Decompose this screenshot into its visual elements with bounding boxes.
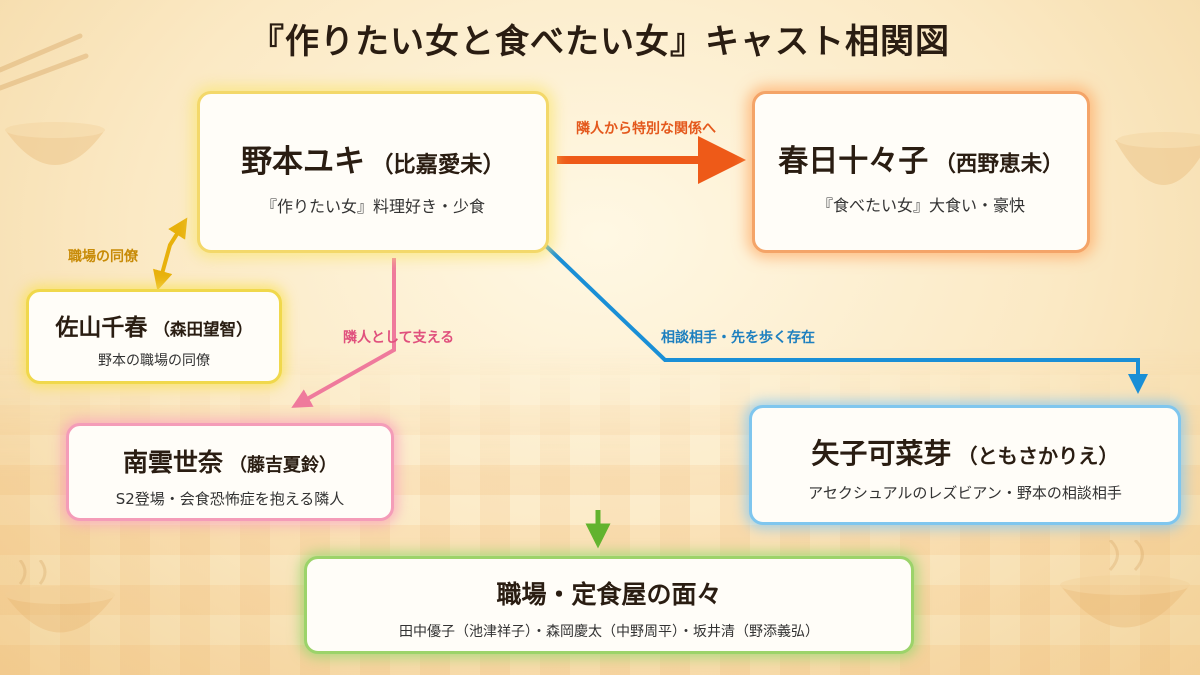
page-title: 『作りたい女と食べたい女』キャスト相関図 xyxy=(250,22,950,62)
node-shokuba-teishokuya: 職場・定食屋の面々 田中優子（池津祥子）・森岡慶太（中野周平）・坂井清（野添義弘… xyxy=(304,556,914,654)
node-shokuba-desc: 田中優子（池津祥子）・森岡慶太（中野周平）・坂井清（野添義弘） xyxy=(399,624,819,640)
node-sayama-actor: （森田望智） xyxy=(153,320,253,339)
node-nomoto-desc: 『作りたい女』料理好き・少食 xyxy=(260,197,485,216)
node-sayama-chiharu: 佐山千春 （森田望智） 野本の職場の同僚 xyxy=(26,289,282,384)
node-minami-name: 南雲世奈 xyxy=(122,448,223,477)
edge-dou-arrow xyxy=(153,217,188,291)
steaming-bowl-decoration-icon xyxy=(1060,540,1190,628)
node-kasuga-actor: （西野恵未） xyxy=(934,152,1064,177)
node-kasuga-name-row: 春日十々子（西野恵未） xyxy=(755,136,1087,180)
node-kasuga-desc: 『食べたい女』大食い・豪快 xyxy=(816,196,1025,215)
node-minami-actor: （藤吉夏鈴） xyxy=(229,455,337,476)
node-yako-actor: （ともさかりえ） xyxy=(957,444,1119,468)
node-sayama-desc: 野本の職場の同僚 xyxy=(98,353,210,369)
edge-label-rinjin-tokubetsu: 隣人から特別な関係へ xyxy=(576,121,716,137)
node-yako-kaname: 矢子可菜芽（ともさかりえ） アセクシュアルのレズビアン・野本の相談相手 xyxy=(749,405,1181,525)
node-yako-name: 矢子可菜芽 xyxy=(811,437,952,470)
node-yako-name-row: 矢子可菜芽（ともさかりえ） xyxy=(752,432,1178,472)
soup-bowl-decoration-icon xyxy=(5,560,115,633)
edge-soudan-arrow xyxy=(543,243,1148,394)
node-yako-desc: アセクシュアルのレズビアン・野本の相談相手 xyxy=(808,484,1122,502)
node-sayama-name: 佐山千春 xyxy=(55,315,148,341)
node-nomoto-name: 野本ユキ xyxy=(241,144,366,180)
edge-label-sasaeru: 隣人として支える xyxy=(343,330,455,346)
node-kasuga-name: 春日十々子 xyxy=(778,144,929,179)
node-nomoto-yuki: 野本ユキ（比嘉愛未） 『作りたい女』料理好き・少食 xyxy=(197,91,549,253)
node-minami-desc: S2登場・会食恐怖症を抱える隣人 xyxy=(115,490,345,508)
bowl-decoration-icon xyxy=(5,122,105,165)
node-minami-name-row: 南雲世奈 （藤吉夏鈴） xyxy=(69,443,391,479)
edge-sasaeru-arrow xyxy=(291,258,396,408)
node-nomoto-actor: （比嘉愛未） xyxy=(371,152,505,178)
node-nomoto-name-row: 野本ユキ（比嘉愛未） xyxy=(200,136,546,181)
edge-label-dou: 職場の同僚 xyxy=(68,249,138,265)
node-shokuba-name: 職場・定食屋の面々 xyxy=(496,580,722,609)
node-kasuga-totoko: 春日十々子（西野恵未） 『食べたい女』大食い・豪快 xyxy=(752,91,1090,253)
bowl-right-decoration-icon xyxy=(1115,132,1200,185)
node-nagumo-sena: 南雲世奈 （藤吉夏鈴） S2登場・会食恐怖症を抱える隣人 xyxy=(66,423,394,521)
chopsticks-decoration-icon xyxy=(0,33,89,91)
edge-label-soudan: 相談相手・先を歩く存在 xyxy=(661,330,815,346)
node-sayama-name-row: 佐山千春 （森田望智） xyxy=(29,308,279,342)
